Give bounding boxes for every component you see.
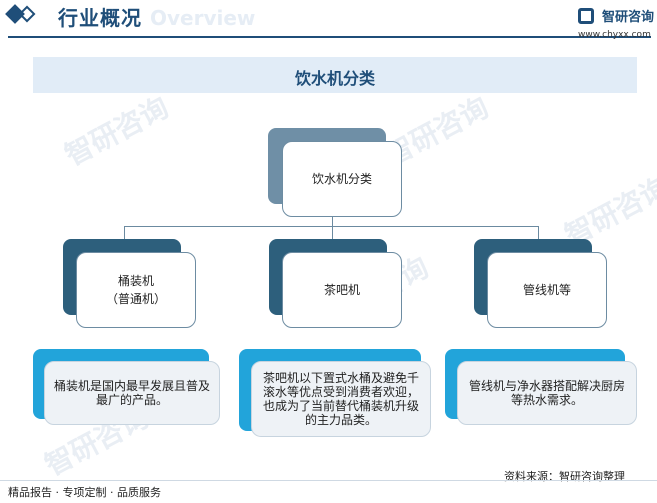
logo-url: www.chyxx.com	[578, 30, 651, 40]
category-node-tea-bar: 茶吧机	[282, 252, 402, 328]
connector-mid-down	[332, 226, 333, 240]
description-line: 茶吧机以下置式水桶及避免千	[262, 371, 419, 385]
section-title: 行业概况	[58, 6, 142, 30]
diagram-title-bar: 饮水机分类	[33, 57, 637, 93]
category-node-bucket: 桶装机 （普通机）	[76, 252, 196, 328]
category-name: 管线机等	[522, 283, 571, 297]
watermark: 智研咨询	[59, 90, 174, 173]
description-card: 管线机与净水器搭配解决厨房 等热水需求。	[457, 361, 637, 425]
header-ghost-text: Overview	[150, 6, 256, 30]
header-diamond-outline-icon	[18, 5, 36, 23]
connector-root-down	[332, 216, 333, 226]
category-name: 桶装机	[117, 274, 154, 288]
root-node: 饮水机分类	[282, 141, 402, 217]
description-card: 桶装机是国内最早发展且普及 最广的产品。	[44, 361, 220, 425]
footer-tagline: 精品报告 · 专项定制 · 品质服务	[8, 486, 161, 499]
category-node-pipeline: 管线机等	[487, 252, 607, 328]
logo-icon	[578, 8, 594, 24]
description-line: 的主力品类。	[304, 413, 377, 427]
source-note: 资料来源：智研咨询整理	[504, 470, 625, 483]
category-name: 茶吧机	[323, 283, 360, 297]
description-card: 茶吧机以下置式水桶及避免千 滚水等优点受到消费者欢迎， 也成为了当前替代桶装机升…	[251, 361, 431, 437]
root-node-label: 饮水机分类	[311, 172, 372, 186]
category-subname: （普通机）	[105, 292, 166, 306]
logo-name: 智研咨询	[602, 10, 655, 25]
connector-right-down	[538, 226, 539, 240]
connector-horizontal	[124, 226, 538, 227]
description-line: 最广的产品。	[95, 393, 168, 407]
description-line: 等热水需求。	[510, 393, 583, 407]
description-line: 也成为了当前替代桶装机升级	[262, 399, 419, 413]
description-line: 滚水等优点受到消费者欢迎，	[262, 385, 419, 399]
connector-left-down	[124, 226, 125, 240]
header-divider	[8, 36, 651, 38]
description-line: 管线机与净水器搭配解决厨房	[468, 379, 625, 393]
footer-divider	[0, 480, 657, 481]
diagram-title: 饮水机分类	[294, 69, 375, 88]
description-line: 桶装机是国内最早发展且普及	[53, 379, 210, 393]
